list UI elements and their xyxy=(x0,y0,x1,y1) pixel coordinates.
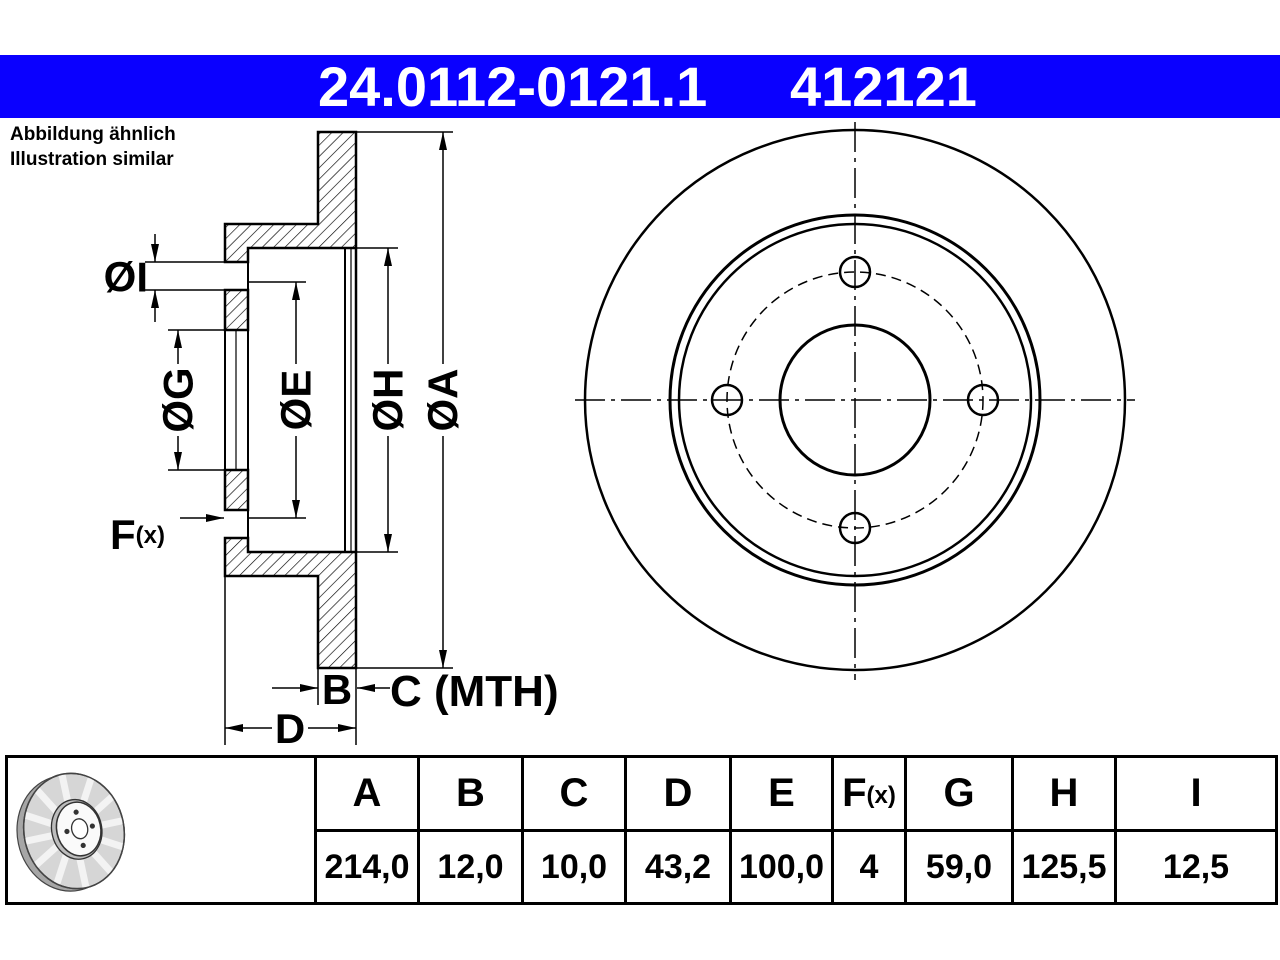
thumbnail-cell xyxy=(8,758,314,902)
value-e: 100,0 xyxy=(732,832,831,902)
disc-face-outline xyxy=(22,772,126,890)
col-header-d: D xyxy=(627,758,729,829)
brake-disc-icon xyxy=(13,763,135,899)
dim-label-c: C (MTH) xyxy=(390,667,559,716)
dimension-labels: ØI ØG ØE ØH ØA F(x) B C (MTH) D xyxy=(104,254,559,751)
hat-stud-hole xyxy=(64,828,70,835)
value-d: 43,2 xyxy=(627,832,729,902)
dim-label-a: ØA xyxy=(420,369,467,432)
dim-label-f-sub: (x) xyxy=(136,522,165,549)
reference-number: 412121 xyxy=(790,55,977,118)
bolt-circle xyxy=(726,271,984,529)
col-header-i-label: I xyxy=(1190,771,1202,815)
hat-inner-edge xyxy=(677,222,1033,578)
col-header-b-label: B xyxy=(456,771,485,815)
col-header-f-label: F xyxy=(842,771,867,815)
col-header-d-label: D xyxy=(663,771,693,815)
col-header-e: E xyxy=(732,758,831,829)
dim-label-f: F(x) xyxy=(110,511,165,558)
col-header-g-label: G xyxy=(943,771,975,815)
center-bore xyxy=(778,323,932,477)
section-view xyxy=(223,130,358,670)
value-c: 10,0 xyxy=(524,832,624,902)
title-bar: 24.0112-0121.1 412121 xyxy=(0,55,1280,118)
value-i: 12,5 xyxy=(1117,832,1275,902)
part-number: 24.0112-0121.1 xyxy=(318,55,708,118)
stud-hole-left xyxy=(710,383,744,417)
value-a: 214,0 xyxy=(317,832,417,902)
hat-stud-hole xyxy=(89,823,95,829)
illustration-note-de: Abbildung ähnlich xyxy=(10,124,176,145)
dim-label-d: D xyxy=(275,705,305,750)
dim-label-i: ØI xyxy=(104,254,148,301)
disc-outer-edge xyxy=(583,128,1127,672)
col-header-c: C xyxy=(524,758,624,829)
value-f: 4 xyxy=(834,832,904,902)
col-header-h: H xyxy=(1014,758,1114,829)
col-header-b: B xyxy=(420,758,521,829)
col-header-g: G xyxy=(907,758,1011,829)
stud-hole-right xyxy=(966,383,1000,417)
stud-hole-top xyxy=(838,255,872,289)
section-lower-ring-and-hat xyxy=(223,536,358,670)
illustration-note: Abbildung ähnlich Illustration similar xyxy=(10,122,176,172)
col-header-a-label: A xyxy=(352,771,382,815)
illustration-note-en: Illustration similar xyxy=(10,149,174,170)
dimension-table: A B C D E F(x) G H I 214,0 12,0 10,0 43,… xyxy=(5,755,1278,905)
col-header-f-sub: (x) xyxy=(866,781,896,809)
value-h: 125,5 xyxy=(1014,832,1114,902)
dim-label-h: ØH xyxy=(365,369,412,432)
dim-label-g: ØG xyxy=(155,367,202,432)
dim-label-e: ØE xyxy=(273,370,320,431)
value-g: 59,0 xyxy=(907,832,1011,902)
value-b: 12,0 xyxy=(420,832,521,902)
col-header-c-label: C xyxy=(559,771,589,815)
dim-label-f-main: F xyxy=(110,511,136,558)
hat-stud-hole xyxy=(80,842,86,849)
brake-disc-front-view xyxy=(575,122,1135,680)
col-header-h-label: H xyxy=(1049,771,1079,815)
col-header-f: F(x) xyxy=(834,758,904,829)
dimension-lines xyxy=(145,131,453,745)
hat-center-bore xyxy=(70,818,89,840)
col-header-a: A xyxy=(317,758,417,829)
hat-stud-hole xyxy=(73,809,79,815)
section-upper-hub xyxy=(223,288,250,332)
dim-label-b: B xyxy=(322,666,352,713)
section-upper-ring-and-hat xyxy=(223,130,358,264)
stud-hole-bottom xyxy=(838,511,872,545)
col-header-e-label: E xyxy=(768,771,795,815)
technical-drawing: ØI ØG ØE ØH ØA F(x) B C (MTH) D xyxy=(104,122,1135,751)
section-lower-hub xyxy=(223,468,250,512)
hat-outer-edge xyxy=(668,213,1042,587)
col-header-i: I xyxy=(1117,758,1275,829)
